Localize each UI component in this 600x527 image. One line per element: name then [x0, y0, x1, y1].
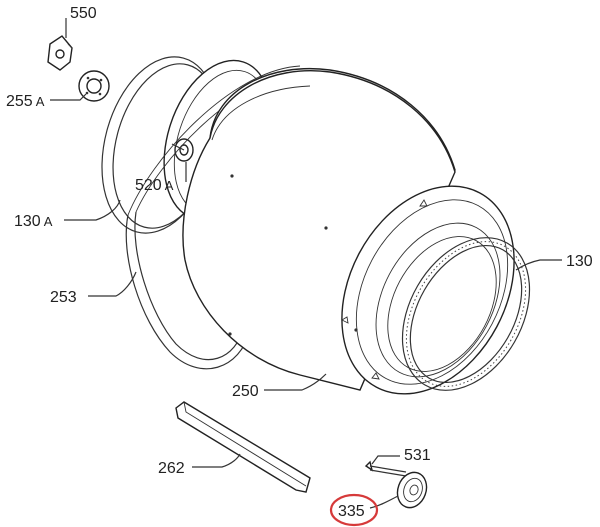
label-130a-suffix: A [44, 214, 53, 229]
label-550: 550 [70, 5, 97, 22]
part-550-bracket [47, 35, 73, 71]
label-250: 250 [232, 383, 259, 400]
label-520a-number: 520 [135, 177, 162, 194]
part-335-roller [396, 471, 428, 509]
part-250-drum [182, 68, 515, 395]
label-335: 335 [338, 503, 365, 520]
label-531: 531 [404, 447, 431, 464]
label-255a-suffix: A [36, 94, 45, 109]
part-255a-bearing [78, 70, 110, 102]
label-130: 130 [566, 253, 593, 270]
label-255a-number: 255 [6, 93, 33, 110]
label-262: 262 [158, 460, 185, 477]
leader-lines [50, 18, 562, 509]
label-130a-number: 130 [14, 213, 41, 230]
part-130-front-seal [401, 237, 531, 391]
part-531-screw [364, 460, 407, 477]
label-520a-suffix: A [165, 178, 174, 193]
part-520a-shaft [171, 138, 194, 162]
highlight-circle-335 [329, 493, 379, 527]
label-253: 253 [50, 289, 77, 306]
part-262-lifter [175, 401, 311, 493]
